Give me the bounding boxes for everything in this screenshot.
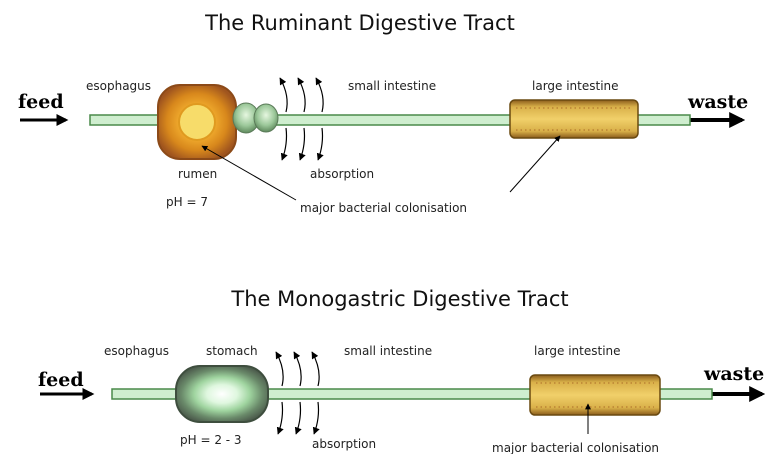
ruminant-large-intestine-label: large intestine <box>532 79 619 93</box>
monogastric-small-intestine-label: small intestine <box>344 344 432 358</box>
rumen-core <box>179 104 215 140</box>
ruminant-title: The Ruminant Digestive Tract <box>204 11 515 35</box>
ruminant-waste-label: waste <box>687 91 748 113</box>
monogastric-feed-label: feed <box>38 369 84 391</box>
ruminant-large-intestine <box>510 100 638 138</box>
stomach-chamber <box>176 366 268 422</box>
omasum-bulb <box>254 104 278 132</box>
ruminant-esophagus-label: esophagus <box>86 79 151 93</box>
ruminant-colonisation-pointer-li <box>510 136 560 192</box>
ruminant-small-intestine-label: small intestine <box>348 79 436 93</box>
stomach-label: stomach <box>206 344 258 358</box>
monogastric-absorption-label: absorption <box>312 437 376 451</box>
monogastric-ph-label: pH = 2 - 3 <box>180 433 242 447</box>
ruminant-colonisation-label: major bacterial colonisation <box>300 201 467 215</box>
monogastric-esophagus-label: esophagus <box>104 344 169 358</box>
ruminant-absorption-label: absorption <box>310 167 374 181</box>
monogastric-waste-label: waste <box>703 363 764 385</box>
monogastric-large-intestine <box>530 375 660 415</box>
ruminant-ph-label: pH = 7 <box>166 195 208 209</box>
ruminant-feed-label: feed <box>18 91 64 113</box>
monogastric-title: The Monogastric Digestive Tract <box>230 287 568 311</box>
rumen-label: rumen <box>178 167 217 181</box>
monogastric-large-intestine-label: large intestine <box>534 344 621 358</box>
monogastric-colonisation-label: major bacterial colonisation <box>492 441 659 454</box>
